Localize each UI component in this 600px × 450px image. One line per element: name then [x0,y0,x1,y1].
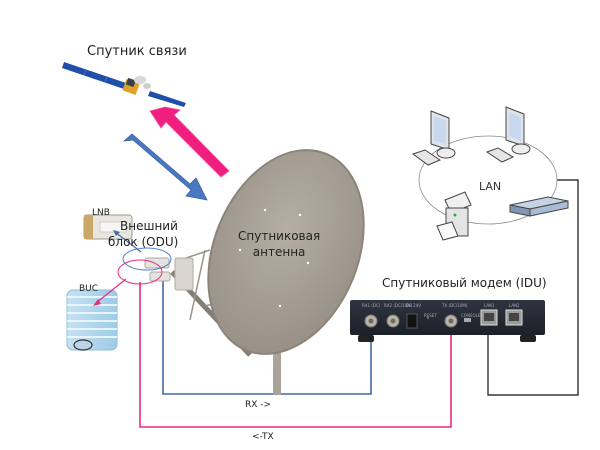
satellite-icon [62,62,186,107]
lan-network-ellipse [418,135,558,225]
antenna-label-line1: Спутниковая [238,229,321,243]
tx-label: <-TX [252,432,274,442]
satellite-modem-icon [350,300,545,342]
console-port [464,318,471,322]
lnb-highlight-ellipse [122,247,172,271]
port-label-dc: DC 24V [406,303,421,308]
odu-label: Внешний блок (ODU) [108,218,178,250]
odu-label-line1: Внешний [120,219,178,233]
antenna-label-line2: антенна [252,245,306,259]
antenna-mast [273,345,281,395]
lan-label: LAN [479,180,502,193]
port-label-rx1: RX1 (DC) [362,303,381,308]
buc-label: BUC [79,284,99,294]
printer-icon [436,191,472,241]
dc-port [406,313,418,329]
port-label-rx2: RX2 (DC/10M) [384,303,413,308]
port-label-console: CONSOLE [461,313,481,318]
buc-highlight-ellipse [117,259,163,285]
buc-device-icon [66,289,118,351]
port-label-lan2: LAN2 [509,303,520,308]
rx-label: RX -> [245,400,272,410]
lan-cable [487,179,579,396]
rx-cable [162,280,372,395]
downlink-arrow [122,133,208,201]
computer-icon [411,110,456,166]
satellite-label: Спутник связи [87,44,187,59]
uplink-arrow [149,106,230,178]
satellite-dish-icon [207,149,365,355]
port-label-reset: RESET [424,313,437,318]
computer-icon [485,106,531,163]
port-label-tx: TX (DC/10M) [442,303,468,308]
odu-label-line2: блок (ODU) [108,235,179,249]
tx-cable [139,282,452,428]
odu-feed-icon [144,257,194,291]
modem-label: Спутниковый модем (IDU) [382,276,547,290]
antenna-label: Спутниковая антенна [238,228,320,260]
server-icon [509,196,569,217]
port-label-lan1: LAN1 [484,303,495,308]
lnb-label: LNB [92,208,110,218]
lnb-device-icon [83,214,133,240]
